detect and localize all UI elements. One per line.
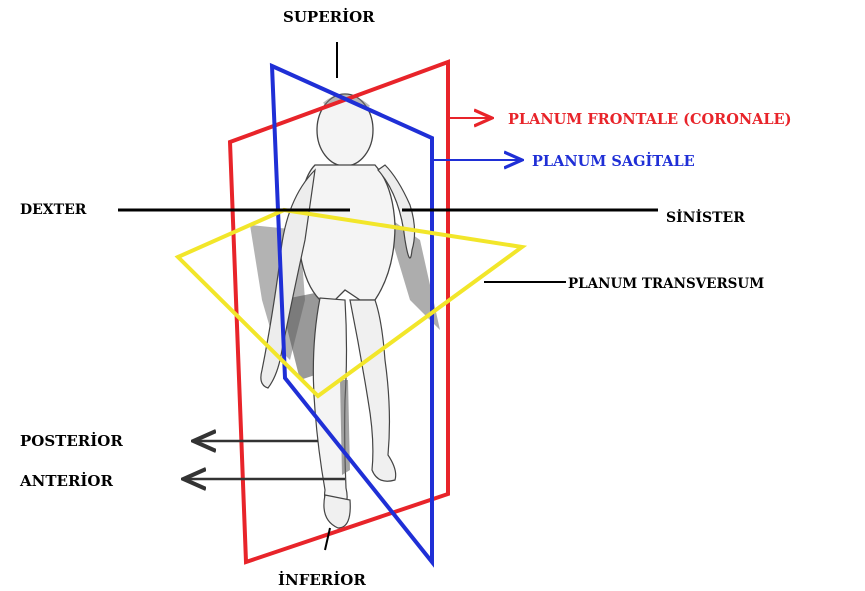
label-dexter: DEXTER bbox=[20, 202, 87, 218]
label-superior: SUPERİOR bbox=[283, 7, 375, 26]
label-planum-frontale: PLANUM FRONTALE (CORONALE) bbox=[508, 111, 791, 128]
label-sinister: SİNİSTER bbox=[666, 207, 745, 226]
label-planum-transversum: PLANUM TRANSVERSUM bbox=[568, 276, 764, 292]
label-planum-sagitale: PLANUM SAGİTALE bbox=[532, 151, 695, 170]
label-inferior: İNFERİOR bbox=[278, 570, 366, 589]
inferior-tick bbox=[325, 528, 330, 550]
label-posterior: POSTERİOR bbox=[20, 431, 123, 450]
human-body-figure bbox=[250, 94, 440, 528]
label-anterior: ANTERİOR bbox=[19, 471, 113, 490]
